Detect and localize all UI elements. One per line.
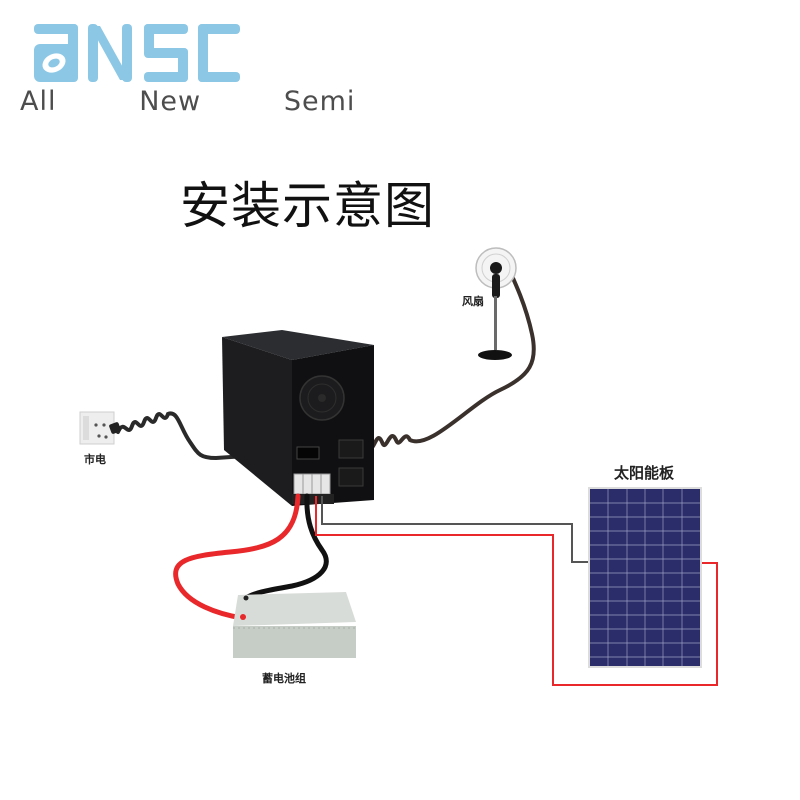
battery-pack-icon [233, 592, 356, 658]
logo-tagline: All New Semi [20, 86, 356, 117]
grid-ac-cable [116, 411, 308, 461]
pv-wiring [315, 496, 718, 686]
grid-label: 市电 [84, 453, 106, 466]
battery-label: 蓄电池组 [262, 672, 306, 685]
ansc-logo-icon [34, 24, 240, 82]
battery-cables [173, 493, 329, 621]
inverter-cabinet-icon [222, 330, 374, 506]
fan-ac-cable [366, 252, 536, 451]
fan-label: 风扇 [462, 295, 484, 308]
solar-panel-label: 太阳能板 [614, 464, 675, 482]
wall-socket-icon [79, 411, 121, 445]
solar-panel-icon [588, 487, 702, 668]
standing-fan-icon [475, 247, 517, 360]
diagram-title: 安装示意图 [180, 177, 435, 235]
